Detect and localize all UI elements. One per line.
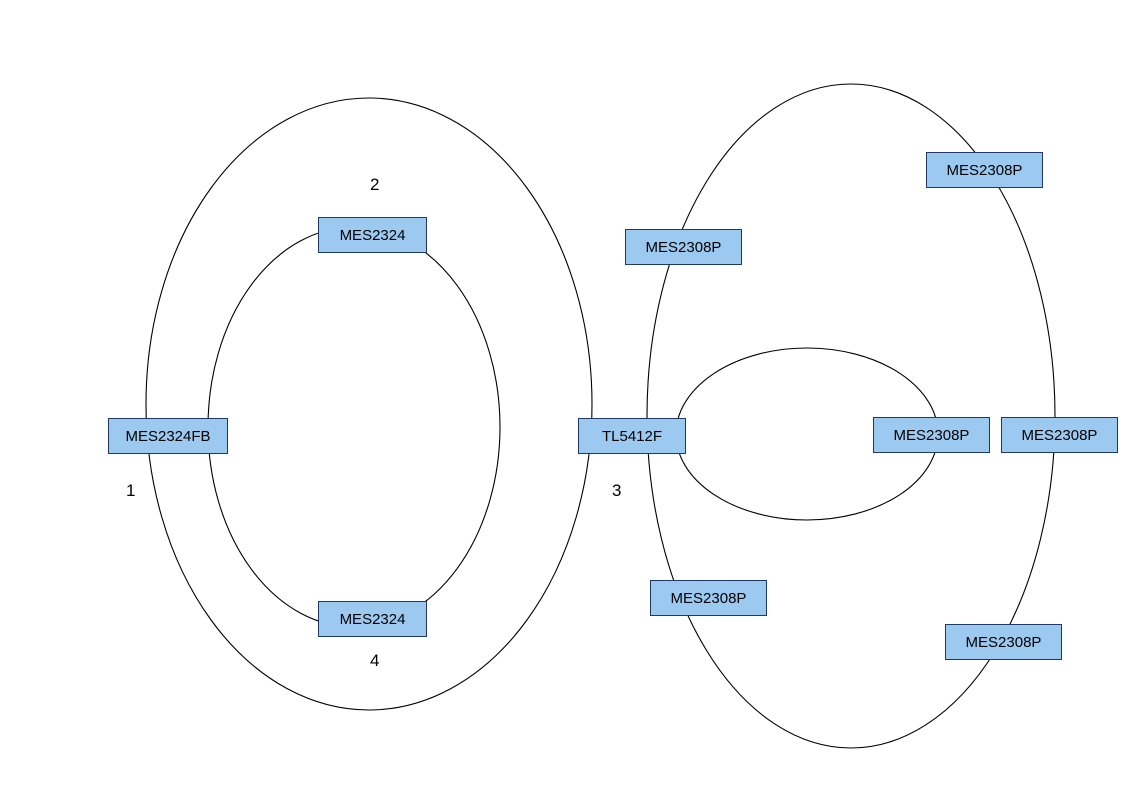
node-label: MES2308P [965,633,1042,651]
node-mes2308p-mid-right-outer[interactable]: MES2308P [1001,417,1118,453]
node-label: MES2308P [1021,426,1098,444]
ring-label-text: 2 [370,175,380,194]
ring-1-outer-left[interactable] [145,97,593,711]
node-label: TL5412F [601,427,663,445]
ring-3-outer-right[interactable] [646,83,1056,749]
ring-label-text: 1 [126,481,136,500]
node-mes2308p-upper-left[interactable]: MES2308P [625,229,742,265]
node-label: MES2308P [893,426,970,444]
node-label: MES2324 [339,226,406,244]
node-mes2308p-mid-right-inner[interactable]: MES2308P [873,417,990,453]
ring-2-inner-left[interactable] [207,226,501,628]
ring-label-text: 4 [370,651,380,670]
node-label: MES2324FB [125,427,211,445]
node-label: MES2308P [670,589,747,607]
node-label: MES2308P [946,161,1023,179]
node-mes2324-bottom[interactable]: MES2324 [318,601,427,637]
node-mes2324fb[interactable]: MES2324FB [108,418,228,454]
node-mes2324-top[interactable]: MES2324 [318,217,427,253]
ring-label-1: 1 [126,482,135,499]
node-mes2308p-bottom-right[interactable]: MES2308P [945,624,1062,660]
node-mes2308p-bottom-left[interactable]: MES2308P [650,580,767,616]
ring-label-4: 4 [370,652,379,669]
node-tl5412f[interactable]: TL5412F [578,418,686,454]
ring-label-text: 3 [612,481,622,500]
ring-label-2: 2 [370,176,379,193]
ring-label-3: 3 [612,482,621,499]
ring-group [145,83,1056,749]
node-mes2308p-top-right[interactable]: MES2308P [926,152,1043,188]
node-label: MES2324 [339,610,406,628]
node-label: MES2308P [645,238,722,256]
